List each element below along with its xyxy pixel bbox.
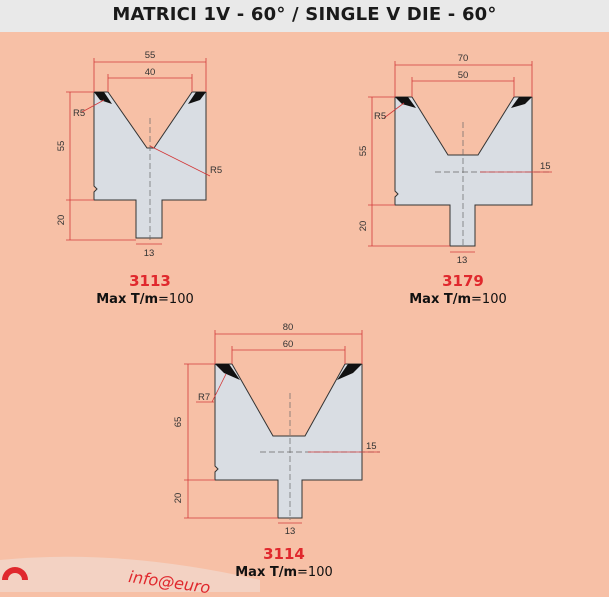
die-3113-dim-height: 55 — [56, 141, 67, 152]
die-3114-dim-slot: 15 — [366, 441, 377, 452]
die-3113-edge-right — [188, 92, 206, 104]
die-3113-code: 3113 — [129, 272, 171, 290]
die-3179-edge-right — [511, 97, 532, 108]
die-3179-edge-left — [395, 97, 416, 108]
die-3179-code: 3179 — [442, 272, 484, 290]
die-3114-dim-opening: 60 — [283, 339, 294, 350]
die-3113-dim-radius-bottom: R5 — [210, 165, 222, 176]
die-3114-drawing: 80 60 65 20 13 R7 15 — [173, 322, 380, 537]
die-3179-drawing: 70 50 55 20 13 R5 15 — [358, 53, 552, 266]
die-3179-dim-width: 70 — [458, 53, 469, 64]
die-3179-max-label: Max T/m — [409, 292, 472, 307]
die-3114-max-value: =100 — [297, 565, 333, 580]
die-3113-max-load: Max T/m=100 — [75, 292, 215, 307]
die-3179-body — [394, 96, 533, 247]
die-3114-dim-radius-top: R7 — [198, 392, 210, 403]
die-3114-edge-left — [215, 364, 240, 380]
logo-fragment-icon — [2, 567, 28, 580]
die-3113-dim-radius-top: R5 — [73, 108, 85, 119]
die-3113-max-label: Max T/m — [96, 292, 159, 307]
die-3114-max-label: Max T/m — [235, 565, 298, 580]
die-3113-dim-tang-width: 13 — [144, 248, 155, 259]
die-3179-dim-tang-width: 13 — [457, 255, 468, 266]
die-3114-max-load: Max T/m=100 — [214, 565, 354, 580]
die-3179-dim-radius-top: R5 — [374, 111, 386, 122]
page-title: MATRICI 1V - 60° / SINGLE V DIE - 60° — [112, 4, 497, 25]
die-3113-max-value: =100 — [158, 292, 194, 307]
header-bar — [0, 0, 609, 32]
die-3114-edge-right — [337, 364, 362, 380]
die-3113-dim-width: 55 — [145, 50, 156, 61]
die-3179-dim-opening: 50 — [458, 70, 469, 81]
die-3114-dim-height: 65 — [173, 417, 184, 428]
die-3113-dim-opening: 40 — [145, 67, 156, 78]
footer-swoosh — [0, 556, 260, 592]
die-3113-edge-left — [94, 92, 112, 104]
die-3114-code: 3114 — [263, 545, 305, 563]
die-3114-dim-width: 80 — [283, 322, 294, 333]
die-3113-dim-tang: 20 — [56, 215, 67, 226]
die-3179-dim-height: 55 — [358, 146, 369, 157]
die-3179-dim-slot: 15 — [540, 161, 551, 172]
die-3179-max-load: Max T/m=100 — [388, 292, 528, 307]
die-3114-body — [214, 363, 363, 519]
die-3113-drawing: 55 40 55 20 13 R5 R5 — [56, 50, 222, 259]
die-3114-dim-tang-width: 13 — [285, 526, 296, 537]
die-3114-dim-tang: 20 — [173, 493, 184, 504]
die-3179-dim-tang: 20 — [358, 221, 369, 232]
die-3179-max-value: =100 — [471, 292, 507, 307]
